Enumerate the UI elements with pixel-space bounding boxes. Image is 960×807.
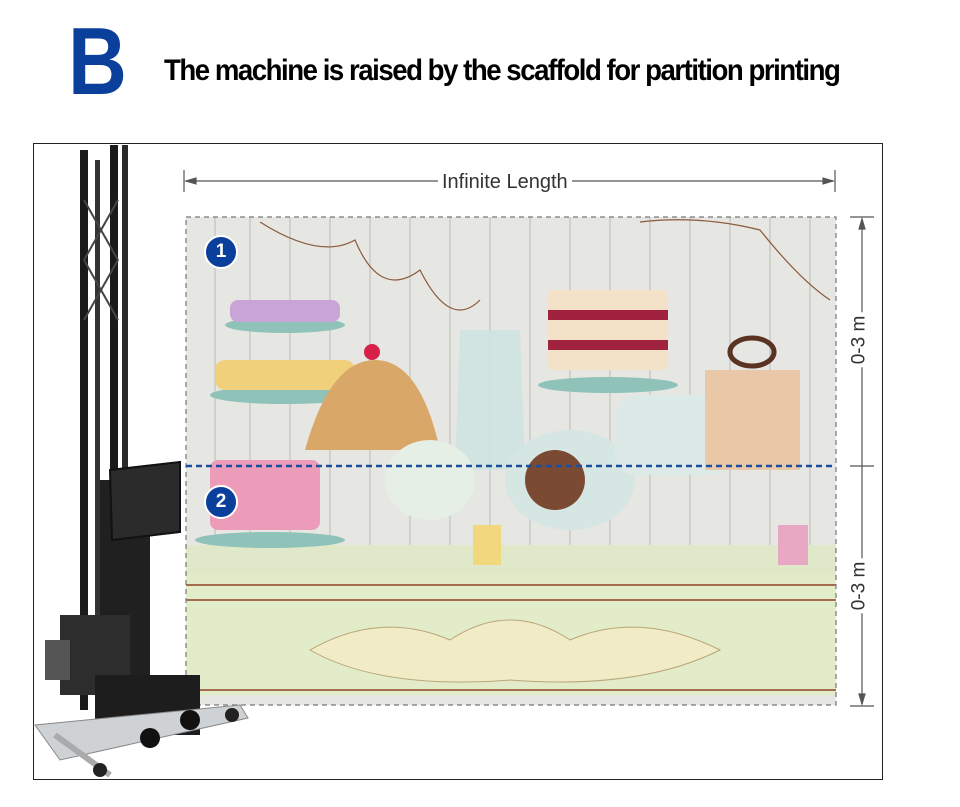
zone-2-marker: 2 [204,485,238,519]
height-dimension [850,216,874,707]
mural-image [185,216,837,706]
wall-printer-machine [34,145,249,778]
diagram-frame [33,143,883,780]
zone-1-height-label: 0-3 m [848,312,871,368]
infinite-length-label: Infinite Length [438,171,572,194]
page-title: The machine is raised by the scaffold fo… [164,54,841,87]
section-letter: B [68,8,127,115]
zone-1-marker: 1 [204,235,238,269]
zone-2-height-label: 0-3 m [848,558,871,614]
